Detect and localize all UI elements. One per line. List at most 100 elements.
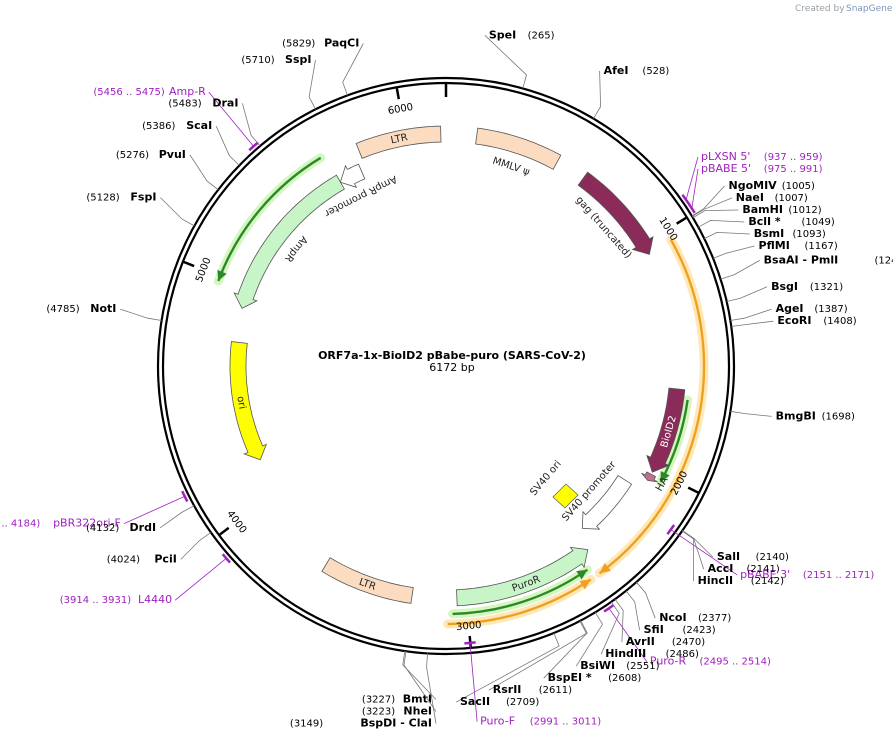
site-name[interactable]: BmgBI bbox=[776, 409, 816, 422]
site-name[interactable]: PflMI bbox=[759, 239, 790, 252]
site-bspei[interactable]: BspEI *(2608) bbox=[543, 620, 642, 685]
site-rsrii[interactable]: RsrII(2611) bbox=[488, 620, 587, 696]
site-bsmi[interactable]: BsmI(1093) bbox=[704, 227, 826, 240]
site-name[interactable]: BclI * bbox=[748, 215, 781, 228]
site-name[interactable]: BsaAI - PmlI bbox=[764, 253, 839, 266]
feature-gag-truncated[interactable]: gag (truncated) bbox=[573, 171, 654, 261]
feature-shape[interactable] bbox=[339, 163, 366, 188]
site-sfii[interactable]: SfiI(2423) bbox=[625, 590, 716, 636]
site-bcli[interactable]: BclI *(1049) bbox=[698, 215, 835, 228]
feature-shape[interactable] bbox=[321, 557, 414, 604]
site-name[interactable]: BsgI bbox=[771, 280, 798, 293]
feature-bioid2[interactable]: BioID2 bbox=[646, 387, 686, 473]
site-sali[interactable]: SalI(2140) bbox=[682, 530, 789, 564]
primer-pbabe-3[interactable]: pBABE 3'(2151 .. 2171) bbox=[666, 524, 874, 581]
site-name[interactable]: PvuI bbox=[159, 148, 186, 161]
site-name[interactable]: BspEI * bbox=[548, 671, 592, 684]
primer-name[interactable]: pBABE 5' bbox=[701, 162, 751, 175]
site-bmti[interactable]: BmtI(3227) bbox=[362, 650, 437, 706]
site-bsaai-pmli[interactable]: BsaAI - PmlI(1242) bbox=[720, 253, 893, 280]
site-name[interactable]: SacII bbox=[460, 695, 490, 708]
feature-ltr[interactable]: LTR bbox=[355, 125, 442, 159]
primer-name[interactable]: L4440 bbox=[138, 593, 172, 606]
feature-mmlv[interactable]: MMLV ψ bbox=[475, 127, 562, 178]
site-name[interactable]: BamHI bbox=[742, 203, 783, 216]
site-pcii[interactable]: PciI(4024) bbox=[107, 532, 212, 565]
site-drdi[interactable]: DrdI(4132) bbox=[86, 505, 195, 534]
site-sacii[interactable]: SacII(2709) bbox=[455, 632, 560, 708]
site-spei[interactable]: SpeI(265) bbox=[484, 28, 555, 89]
primer-name[interactable]: pBABE 3' bbox=[740, 568, 790, 581]
feature-ampr[interactable]: AmpR bbox=[233, 174, 345, 309]
site-name[interactable]: SfiI bbox=[644, 623, 664, 636]
sv40-ori-shape[interactable] bbox=[552, 483, 579, 509]
feature-shape[interactable] bbox=[646, 387, 686, 473]
site-name[interactable]: NotI bbox=[90, 302, 116, 315]
feature-shape[interactable] bbox=[456, 546, 589, 607]
site-bmgbi[interactable]: BmgBI(1698) bbox=[730, 409, 855, 422]
site-nhei[interactable]: NheI(3223) bbox=[362, 651, 437, 718]
primer-name[interactable]: pBR322ori-F bbox=[53, 517, 121, 530]
primer-name[interactable]: pLXSN 5' bbox=[701, 150, 750, 163]
site-hincii[interactable]: HincII(2142) bbox=[681, 530, 784, 587]
site-name[interactable]: PciI bbox=[154, 552, 176, 565]
primer-mark[interactable] bbox=[666, 524, 676, 535]
site-name[interactable]: AvrII bbox=[626, 635, 655, 648]
site-ncoi[interactable]: NcoI(2377) bbox=[635, 581, 731, 624]
site-name[interactable]: FspI bbox=[130, 191, 156, 204]
feature-shape[interactable] bbox=[581, 475, 633, 530]
site-bamhi[interactable]: BamHI(1012) bbox=[692, 203, 822, 219]
site-name[interactable]: BsmI bbox=[754, 227, 785, 240]
feature-shape[interactable] bbox=[577, 171, 654, 255]
site-name[interactable]: SspI bbox=[285, 53, 311, 66]
site-name[interactable]: EcoRI bbox=[777, 314, 811, 327]
primer-l4440[interactable]: L4440(3914 .. 3931) bbox=[60, 553, 231, 606]
site-noti[interactable]: NotI(4785) bbox=[46, 302, 162, 321]
site-name[interactable]: BspDI - ClaI bbox=[360, 717, 432, 730]
site-avrii[interactable]: AvrII(2470) bbox=[614, 598, 705, 648]
site-name[interactable]: NgoMIV bbox=[728, 179, 777, 192]
site-name[interactable]: SpeI bbox=[489, 28, 516, 41]
feature-shape[interactable] bbox=[355, 125, 442, 159]
site-name[interactable]: DrdI bbox=[130, 521, 157, 534]
feature-shape[interactable] bbox=[475, 127, 562, 170]
site-name[interactable]: PaqCI bbox=[324, 37, 359, 50]
site-name[interactable]: NaeI bbox=[736, 191, 764, 204]
primer-puro-f[interactable]: Puro-F(2991 .. 3011) bbox=[464, 641, 601, 728]
site-scai[interactable]: ScaI(5386) bbox=[142, 119, 240, 166]
site-name[interactable]: BsiWI bbox=[580, 659, 615, 672]
feature-ltr[interactable]: LTR bbox=[321, 557, 414, 604]
site-paqci[interactable]: PaqCI(5829) bbox=[282, 37, 364, 96]
site-pflmi[interactable]: PflMI(1167) bbox=[713, 239, 838, 259]
primer-pbr322ori-f[interactable]: pBR322ori-F(4165 .. 4184) bbox=[0, 490, 189, 530]
feature-shape[interactable] bbox=[229, 341, 268, 461]
site-bsgi[interactable]: BsgI(1321) bbox=[726, 280, 844, 302]
site-name[interactable]: HincII bbox=[698, 574, 734, 587]
site-sspi[interactable]: SspI(5710) bbox=[241, 53, 316, 110]
site-bspdi-clai[interactable]: BspDI - ClaI(3149) bbox=[290, 653, 437, 730]
site-name[interactable]: SalI bbox=[717, 550, 740, 563]
site-agei[interactable]: AgeI(1387) bbox=[730, 302, 848, 321]
site-hindiii[interactable]: HindIII(2486) bbox=[600, 601, 699, 660]
site-name[interactable]: HindIII bbox=[605, 647, 646, 660]
site-fspi[interactable]: FspI(5128) bbox=[86, 191, 195, 227]
feature-shape[interactable] bbox=[233, 174, 345, 309]
site-ecori[interactable]: EcoRI(1408) bbox=[731, 314, 857, 327]
site-name[interactable]: AccI bbox=[708, 562, 734, 575]
primer-amp-r[interactable]: Amp-R(5456 .. 5475) bbox=[93, 85, 259, 152]
site-drai[interactable]: DraI(5483) bbox=[168, 96, 261, 147]
primer-pbabe-5[interactable]: pBABE 5'(975 .. 991) bbox=[687, 162, 823, 214]
primer-name[interactable]: Puro-R bbox=[650, 655, 687, 668]
feature-puror[interactable]: PuroR bbox=[456, 546, 589, 607]
site-name[interactable]: NcoI bbox=[659, 611, 686, 624]
site-bsiwi[interactable]: BsiWI(2551) bbox=[575, 612, 660, 672]
site-ngomiv[interactable]: NgoMIV(1005) bbox=[691, 179, 815, 217]
feature-ori[interactable]: ori bbox=[229, 341, 268, 461]
primer-mark[interactable] bbox=[181, 490, 189, 503]
site-name[interactable]: NheI bbox=[403, 705, 432, 718]
site-afei[interactable]: AfeI(528) bbox=[593, 64, 670, 119]
site-name[interactable]: DraI bbox=[212, 96, 238, 109]
site-name[interactable]: RsrII bbox=[493, 683, 522, 696]
site-naei[interactable]: NaeI(1007) bbox=[691, 191, 808, 217]
site-pvui[interactable]: PvuI(5276) bbox=[116, 148, 219, 191]
